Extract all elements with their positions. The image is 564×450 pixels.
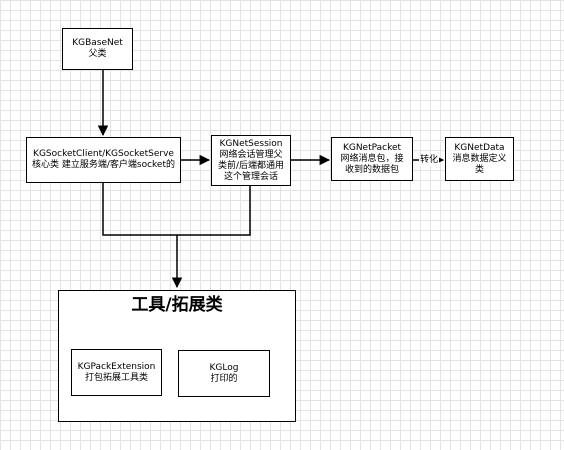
node-description: 核心类 建立服务端/客户端socket的 [32,160,175,170]
node-kglog[interactable]: KGLog 打印的 [178,350,270,397]
node-title: KGPackExtension [77,361,156,372]
node-title: KGSocketClient/KGSocketServe [33,149,174,159]
node-description: 打印的 [210,373,238,384]
node-description-line-1: 消息数据定义 [452,153,507,164]
node-kgnetpacket[interactable]: KGNetPacket 网络消息包，接 收到的数据包 [331,137,413,181]
node-description-line-1: 网络消息包，接 [340,153,404,164]
node-description: 父类 [88,49,107,59]
node-kgsocketclient[interactable]: KGSocketClient/KGSocketServe 核心类 建立服务端/客… [26,137,181,183]
node-description: 打包拓展工具类 [84,372,148,383]
node-description-line-1: 网络会话管理父 [219,149,283,160]
node-description-line-2: 类 [474,164,484,175]
node-description-line-3: 这个管理会话 [223,171,278,182]
node-description-line-2: 收到的数据包 [344,164,399,175]
node-kgnetsession[interactable]: KGNetSession 网络会话管理父 类前/后端都通用 这个管理会话 [211,135,291,186]
node-title: KGNetData [454,142,505,153]
node-kgpackextension[interactable]: KGPackExtension 打包拓展工具类 [71,349,162,396]
edge-label-conversion: 转化 [419,155,440,166]
node-title: KGBaseNet [72,38,123,48]
node-title: KGLog [209,362,239,373]
node-description-line-2: 类前/后端都通用 [217,160,285,171]
node-kgbasenet[interactable]: KGBaseNet 父类 [62,28,133,70]
edge-socket-to-tools [102,183,177,236]
node-kgnetdata[interactable]: KGNetData 消息数据定义 类 [445,137,514,181]
node-title: KGNetPacket [342,142,402,153]
node-title: KGNetSession [219,138,283,149]
edge-session-to-tools [177,186,251,236]
group-title: 工具/拓展类 [131,295,223,315]
